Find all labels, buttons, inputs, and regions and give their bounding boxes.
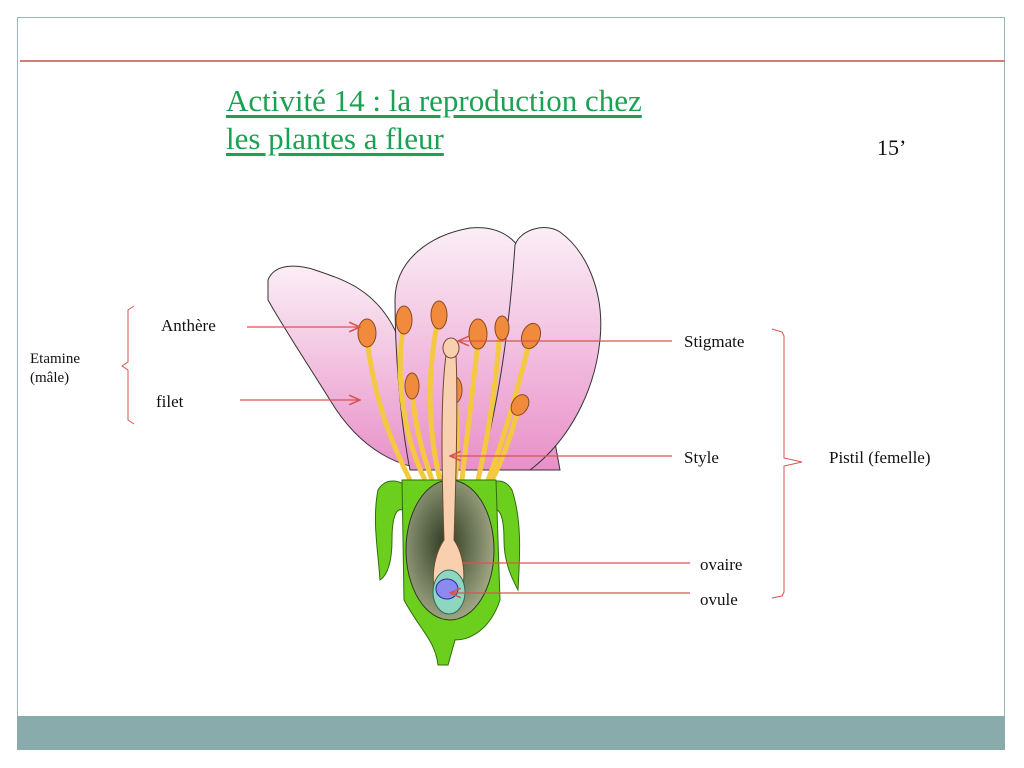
ovule: [435, 578, 459, 600]
title-line-1: Activité 14 : la reproduction chez: [226, 83, 642, 118]
header-divider: [20, 60, 1005, 62]
duration-label: 15’: [877, 135, 907, 160]
footer-bar: [17, 716, 1005, 750]
ovule-label: ovule: [700, 590, 738, 609]
anthere-label: Anthère: [161, 316, 216, 335]
anthers: [357, 300, 542, 416]
etamine-label-line2: (mâle): [30, 370, 70, 386]
pointer-lines: [240, 327, 690, 593]
stigmate-label: Stigmate: [684, 332, 745, 351]
etamine-bracket: [121, 305, 135, 425]
ovaire-label: ovaire: [700, 555, 743, 574]
title-line-2: les plantes a fleur: [226, 121, 444, 156]
etamine-label-line1: Etamine: [30, 351, 80, 367]
stigma: [442, 337, 460, 359]
etamine-label: Etamine (mâle): [30, 350, 80, 388]
pistil-bracket: [771, 328, 803, 599]
filaments: [364, 319, 533, 482]
style-label: Style: [684, 448, 719, 467]
pistil-label: Pistil (femelle): [829, 448, 931, 467]
slide-title: Activité 14 : la reproduction chez les p…: [226, 82, 786, 158]
filet-label: filet: [156, 392, 184, 411]
